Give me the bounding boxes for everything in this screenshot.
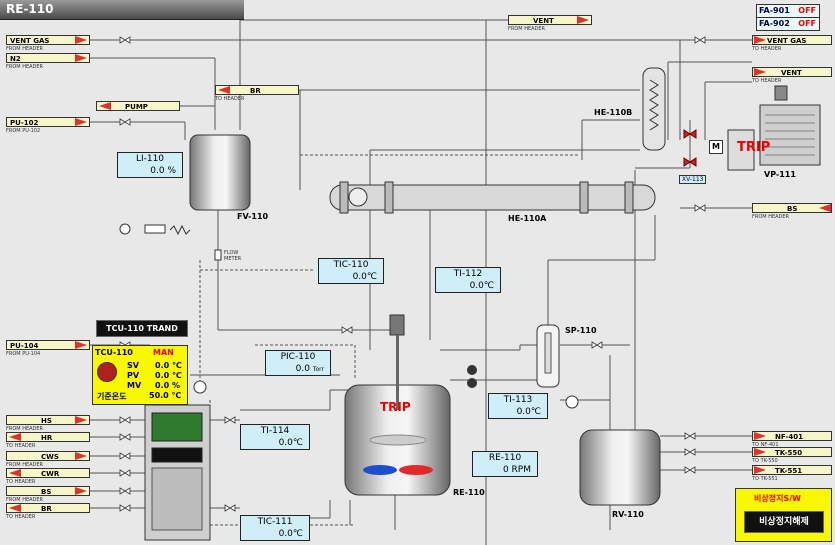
line-tag-vent-right[interactable]: VENT <box>752 67 832 77</box>
line-sub: TO HEADER <box>6 443 36 449</box>
line-sub: TO HEADER <box>215 96 245 102</box>
tcu-panel[interactable]: TCU-110 MAN SV 0.0 ℃ PV 0.0 ℃ MV 0.0 % 기… <box>92 345 188 405</box>
label-rv-110: RV-110 <box>612 510 644 519</box>
line-tag-hs[interactable]: HS <box>6 415 90 425</box>
line-sub: TO NF-401 <box>752 442 779 448</box>
tcu-pv-value: 0.0 ℃ <box>155 371 182 380</box>
line-tag-pu-102[interactable]: PU-102 <box>6 117 90 127</box>
tcu-sv-label: SV <box>127 361 139 370</box>
tcu-title: TCU-110 <box>95 348 133 357</box>
line-tag-vent-top[interactable]: VENT <box>508 15 592 25</box>
line-tag-hr[interactable]: HR <box>6 432 90 442</box>
line-tag-cwr[interactable]: CWR <box>6 468 90 478</box>
line-tag-bs-right[interactable]: BS <box>752 203 832 213</box>
alarm-fa-902: FA-902 OFF <box>756 17 820 31</box>
label-flow-meter: FLOW METER <box>224 250 242 262</box>
line-sub: TO HEADER <box>6 479 36 485</box>
label-sp-110: SP-110 <box>565 326 597 335</box>
emergency-stop-label: 비상정지S/W <box>754 494 801 503</box>
tcu-sv-value: 0.0 ℃ <box>155 361 182 370</box>
line-sub: TO HEADER <box>752 46 782 52</box>
emergency-release-button[interactable]: 비상정지해제 <box>744 511 824 533</box>
label-he-110b: HE-110B <box>594 108 633 117</box>
line-tag-n2[interactable]: N2 <box>6 53 90 63</box>
emergency-stop-panel: 비상정지S/W 비상정지해제 <box>735 488 832 542</box>
line-sub: FROM HEADER <box>508 26 546 32</box>
label-fv-110: FV-110 <box>237 212 269 221</box>
line-tag-vent-gas-left[interactable]: VENT GAS <box>6 35 90 45</box>
line-tag-pu-104[interactable]: PU-104 <box>6 340 90 350</box>
line-sub: TO HEADER <box>752 78 782 84</box>
line-sub: TO TK-551 <box>752 476 778 482</box>
tcu-ref-temp-label: 기준온도 <box>97 392 127 401</box>
line-tag-br-mid[interactable]: BR <box>215 85 299 95</box>
line-sub: TO TK-550 <box>752 458 778 464</box>
line-sub: TO HEADER <box>6 514 36 520</box>
tcu-trend-button[interactable]: TCU-110 TRAND <box>96 320 188 337</box>
line-sub: FROM HEADER <box>6 497 44 503</box>
label-xv-113: XV-113 <box>679 175 707 184</box>
line-sub: FROM HEADER <box>6 462 44 468</box>
line-sub: FROM PU-104 <box>6 351 41 357</box>
window-title: RE-110 <box>0 0 244 20</box>
tcu-mode: MAN <box>153 348 174 357</box>
readout-pic-110[interactable]: PIC-110 0.0 Torr <box>265 350 331 376</box>
line-tag-br-left[interactable]: BR <box>6 503 90 513</box>
line-sub: FROM HEADER <box>6 64 44 70</box>
line-sub: FROM PU-102 <box>6 128 41 134</box>
tcu-mv-label: MV <box>127 381 142 390</box>
reactor-trip-indicator: TRIP <box>380 400 411 414</box>
tcu-pv-label: PV <box>127 371 140 380</box>
line-tag-nf-401[interactable]: NF-401 <box>752 431 832 441</box>
tcu-pump-icon <box>97 362 117 382</box>
line-tag-pump[interactable]: PUMP <box>96 101 180 111</box>
label-he-110a: HE-110A <box>508 214 547 223</box>
line-tag-bs-left[interactable]: BS <box>6 486 90 496</box>
motor-icon: M <box>709 140 723 154</box>
line-tag-tk-550[interactable]: TK-550 <box>752 447 832 457</box>
label-vp-111: VP-111 <box>764 170 796 179</box>
line-tag-tk-551[interactable]: TK-551 <box>752 465 832 475</box>
tcu-mv-value: 0.0 % <box>155 381 180 390</box>
alarm-fa-901: FA-901 OFF <box>756 4 820 18</box>
label-re-110: RE-110 <box>453 488 485 497</box>
tcu-ref-temp-value: 50.0 ℃ <box>149 391 182 400</box>
line-tag-vent-gas-right[interactable]: VENT GAS <box>752 35 832 45</box>
line-sub: FROM HEADER <box>752 214 790 220</box>
pump-trip-indicator: TRIP <box>737 140 771 155</box>
line-tag-cws[interactable]: CWS <box>6 451 90 461</box>
line-sub: FROM HEADER <box>6 426 44 432</box>
line-sub: FROM HEADER <box>6 46 44 52</box>
